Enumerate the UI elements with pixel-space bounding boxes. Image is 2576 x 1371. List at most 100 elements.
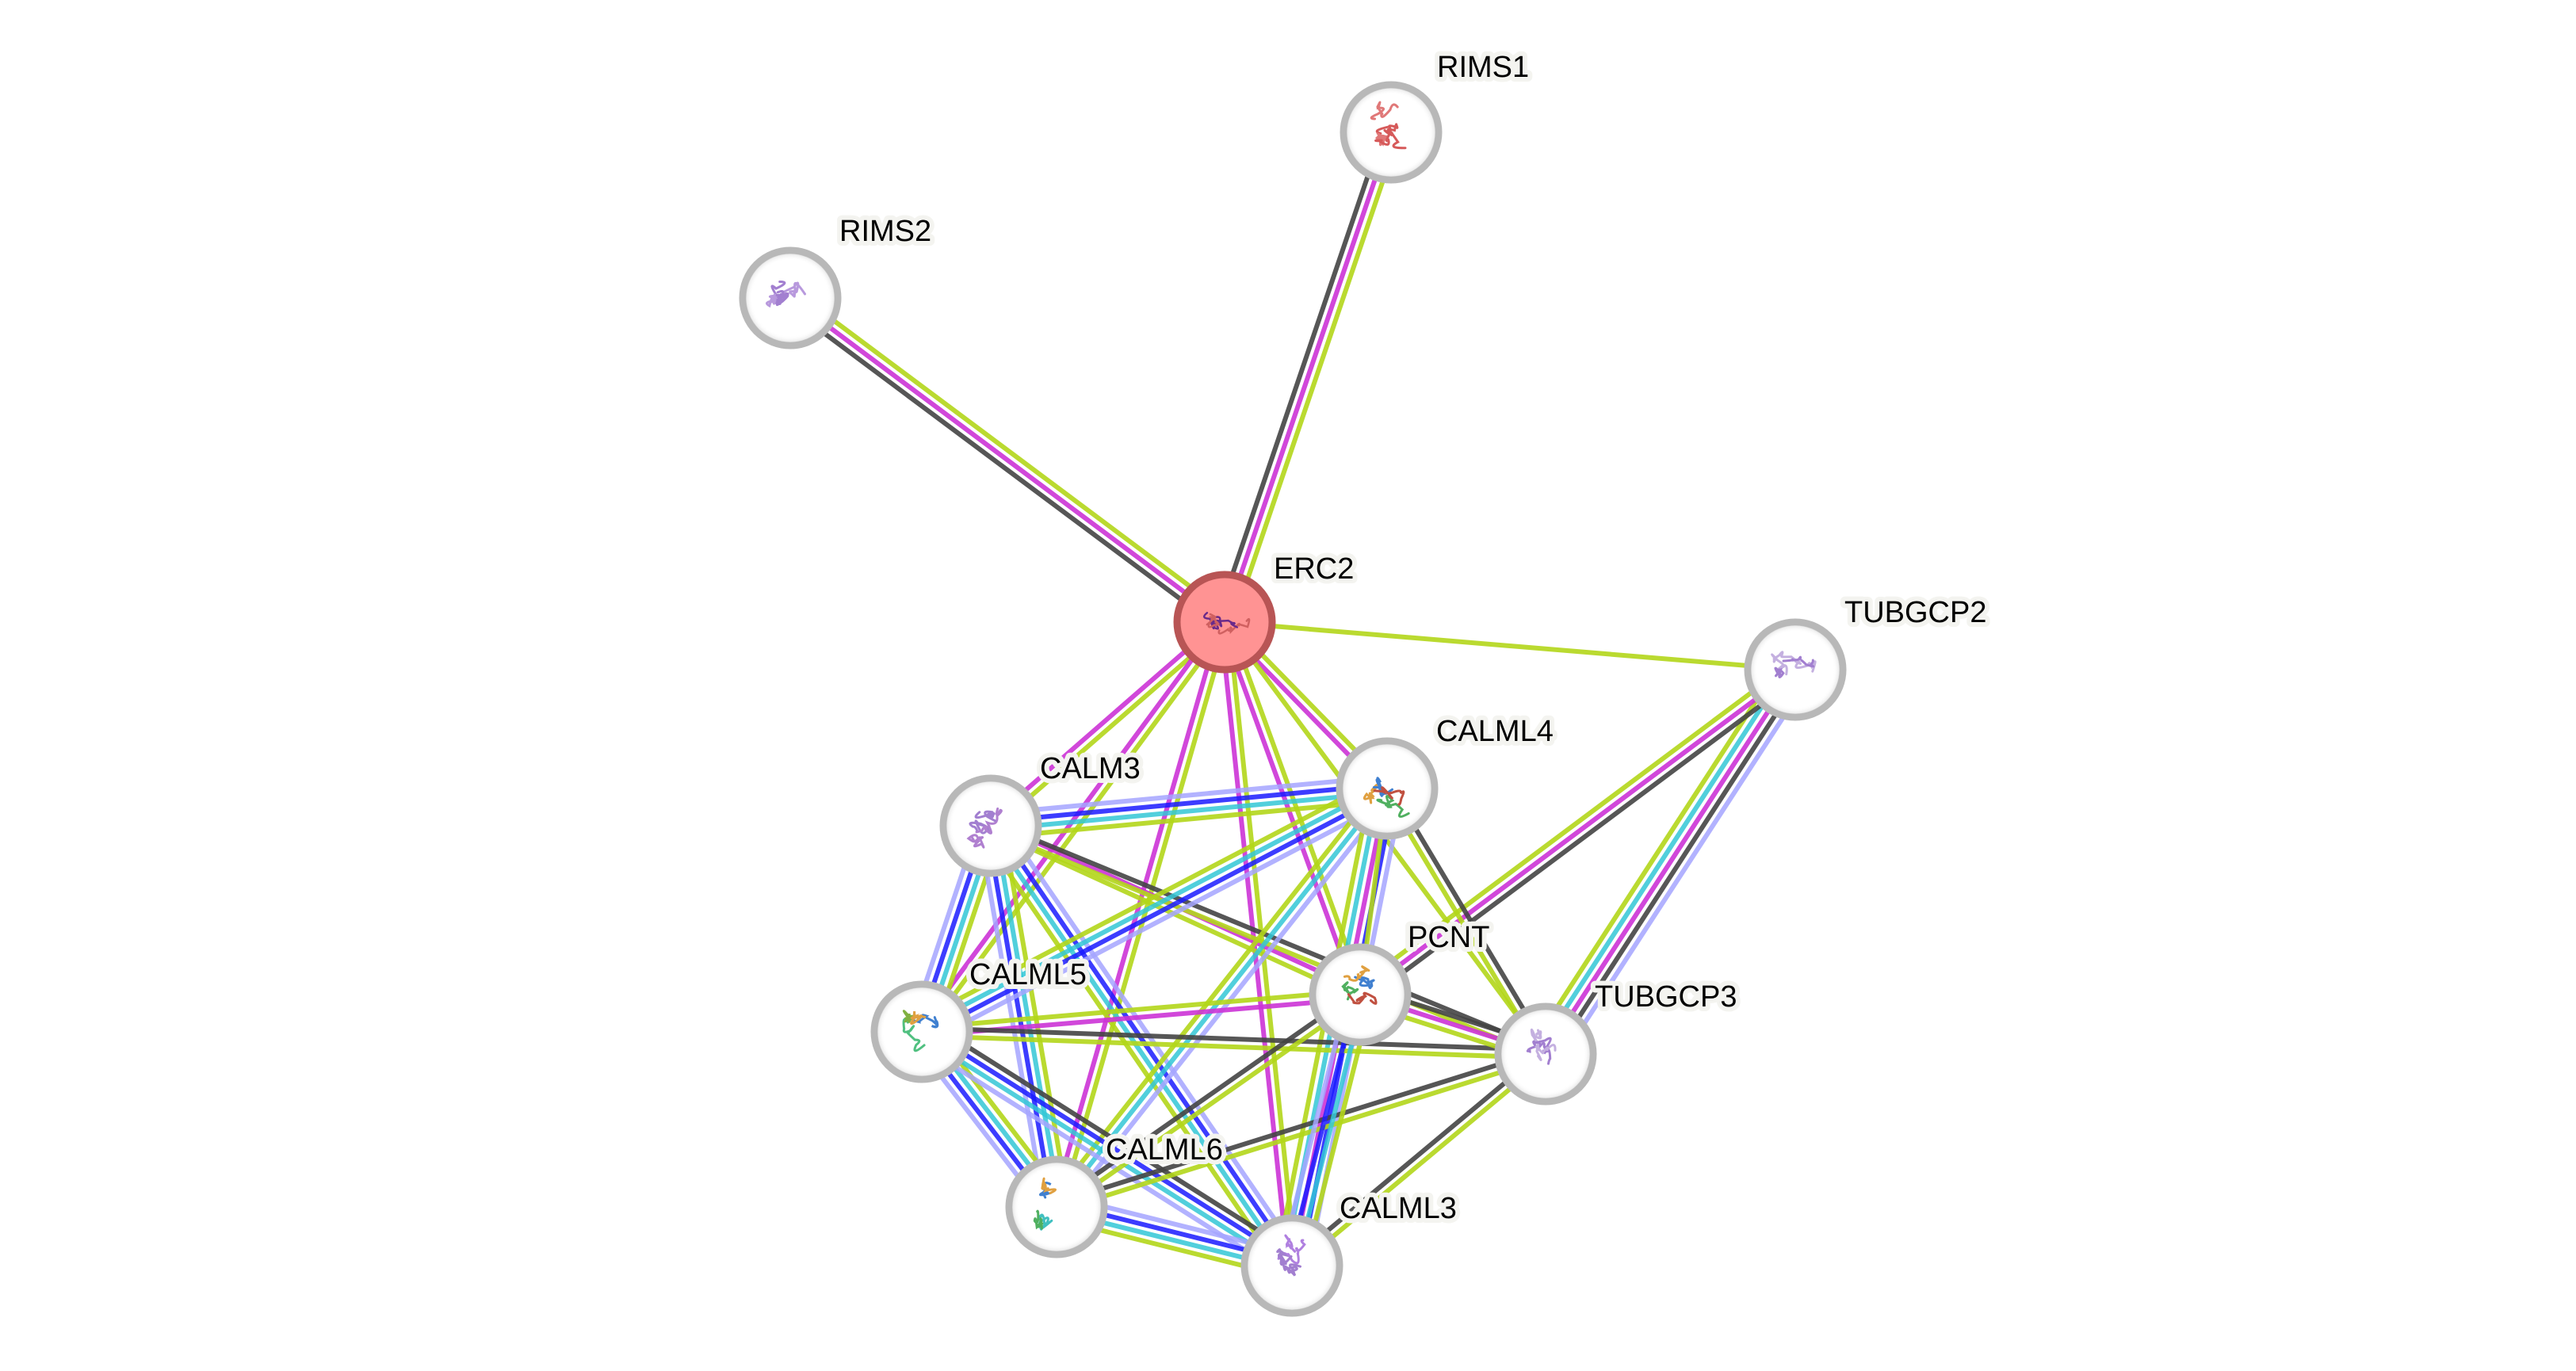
edge-strand-textmining bbox=[1057, 1055, 1548, 1213]
edge-strand-textmining bbox=[921, 1033, 1546, 1060]
structure-strand bbox=[1041, 1177, 1057, 1194]
edge-strand-coexpression bbox=[1054, 1048, 1546, 1206]
edge-strand-textmining bbox=[915, 776, 1383, 1024]
structure-strand bbox=[1376, 795, 1410, 818]
structure-strand bbox=[902, 1010, 920, 1023]
edge-strand-known-experimental bbox=[1359, 667, 1797, 997]
protein-structure-icon bbox=[1276, 1234, 1306, 1277]
edge-calml5-tubgcp3[interactable] bbox=[921, 1025, 1546, 1060]
edge-calml6-pcnt[interactable] bbox=[1053, 989, 1364, 1213]
node-rims2[interactable] bbox=[739, 246, 842, 349]
node-circle[interactable] bbox=[1173, 571, 1276, 674]
edge-strand-textmining bbox=[921, 988, 1360, 1031]
edge-calml4-calml5[interactable] bbox=[915, 776, 1394, 1044]
node-pcnt[interactable] bbox=[1309, 943, 1412, 1046]
protein-structure-icon bbox=[966, 807, 1003, 849]
edge-strand-known-curated bbox=[991, 789, 1388, 832]
edge-strand-textmining bbox=[979, 831, 1285, 1274]
structure-strand bbox=[975, 807, 1003, 834]
edge-erc2-tubgcp2[interactable] bbox=[1224, 620, 1796, 672]
edge-strand-known-curated bbox=[918, 1033, 1291, 1271]
structure-strand bbox=[1771, 651, 1788, 676]
structure-strand bbox=[1370, 101, 1399, 120]
node-label-calm3: CALM3 bbox=[1040, 752, 1141, 785]
protein-structure-icon bbox=[1526, 1028, 1557, 1065]
node-tubgcp2[interactable] bbox=[1744, 618, 1847, 721]
edge-strand-coexpression bbox=[1214, 128, 1386, 621]
structure-strand bbox=[766, 293, 778, 308]
node-label-calml5: CALML5 bbox=[969, 958, 1087, 991]
edge-strand-textmining bbox=[992, 623, 1229, 831]
structure-strand bbox=[974, 810, 996, 823]
protein-structure-icon bbox=[1363, 777, 1410, 818]
edge-strand-textmining bbox=[1382, 789, 1545, 1058]
node-shade bbox=[1343, 744, 1431, 833]
protein-structure-icon bbox=[1033, 1177, 1057, 1231]
structure-strand bbox=[1276, 1248, 1293, 1271]
edge-strand-textmining bbox=[1530, 659, 1784, 1047]
node-label-rims1: RIMS1 bbox=[1437, 51, 1529, 84]
structure-strand bbox=[1530, 1028, 1542, 1043]
node-shade bbox=[1316, 950, 1405, 1039]
node-erc2[interactable] bbox=[1173, 571, 1276, 674]
edge-erc2-rims1[interactable] bbox=[1214, 128, 1401, 626]
edge-strand-textmining bbox=[1057, 995, 1364, 1213]
edge-strand-homology bbox=[989, 774, 1386, 817]
node-label-tubgcp3: TUBGCP3 bbox=[1595, 980, 1737, 1014]
edge-strand-known-experimental bbox=[1222, 132, 1393, 623]
node-shade bbox=[946, 781, 1035, 870]
protein-structure-icon bbox=[1341, 965, 1378, 1005]
structure-strand bbox=[1206, 613, 1220, 628]
protein-structure-icon bbox=[1370, 101, 1407, 150]
structure-strand bbox=[1374, 129, 1407, 150]
edge-strand-predicted-gene-neighborhood bbox=[922, 789, 1390, 1038]
structure-strand bbox=[1375, 123, 1399, 135]
node-shade bbox=[1751, 625, 1840, 714]
edge-tubgcp2-tubgcp3[interactable] bbox=[1530, 659, 1811, 1064]
structure-strand bbox=[1347, 991, 1378, 1005]
structure-strand bbox=[966, 834, 985, 849]
node-calml5[interactable] bbox=[870, 980, 973, 1083]
edge-strand-known-curated bbox=[919, 782, 1387, 1031]
protein-structure-icon bbox=[766, 280, 806, 308]
edge-erc2-rims2[interactable] bbox=[784, 289, 1231, 631]
node-tubgcp3[interactable] bbox=[1494, 1002, 1597, 1106]
edge-strand-coexpression bbox=[922, 1025, 1546, 1053]
node-label-calml4: CALML4 bbox=[1436, 715, 1554, 748]
edge-strand-coexpression bbox=[784, 302, 1221, 631]
edge-strand-textmining bbox=[1293, 1055, 1550, 1271]
structure-strand bbox=[1373, 786, 1405, 806]
edge-calml3-tubgcp3[interactable] bbox=[1287, 1048, 1550, 1271]
structure-strand bbox=[774, 291, 789, 307]
edge-strand-textmining bbox=[793, 289, 1231, 618]
nodes-layer bbox=[739, 81, 1847, 1317]
edge-strand-predicted-gene-neighborhood bbox=[923, 1026, 1296, 1265]
structure-strand bbox=[1535, 1043, 1557, 1062]
edge-strand-textmining bbox=[1354, 661, 1792, 991]
structure-strand bbox=[1774, 665, 1785, 678]
edge-strand-known-curated bbox=[985, 827, 1291, 1270]
edge-strand-predicted-gene-neighborhood bbox=[984, 826, 1056, 1209]
edge-erc2-calm3[interactable] bbox=[986, 617, 1229, 831]
edge-strand-coexpression bbox=[1550, 672, 1804, 1060]
node-label-tubgcp2: TUBGCP2 bbox=[1844, 596, 1986, 629]
edges-layer bbox=[784, 128, 1811, 1280]
edge-strand-known-experimental bbox=[1543, 668, 1798, 1056]
node-rims1[interactable] bbox=[1340, 81, 1443, 184]
edge-calml6-tubgcp3[interactable] bbox=[1054, 1048, 1548, 1213]
structure-strand bbox=[782, 281, 806, 298]
edge-strand-coexpression bbox=[1363, 674, 1802, 1003]
structure-strand bbox=[909, 1014, 939, 1029]
node-calm3[interactable] bbox=[939, 774, 1042, 877]
structure-strand bbox=[1217, 617, 1251, 635]
node-calml6[interactable] bbox=[1005, 1155, 1108, 1258]
node-calml3[interactable] bbox=[1240, 1214, 1343, 1317]
edge-strand-homology bbox=[926, 796, 1394, 1044]
structure-strand bbox=[1343, 965, 1370, 982]
edge-strand-coexpression bbox=[1053, 989, 1359, 1206]
edge-strand-coexpression bbox=[927, 1019, 1300, 1258]
edge-tubgcp2-pcnt[interactable] bbox=[1354, 661, 1802, 1003]
node-calml4[interactable] bbox=[1336, 737, 1439, 840]
edge-calml4-tubgcp3[interactable] bbox=[1382, 785, 1551, 1058]
